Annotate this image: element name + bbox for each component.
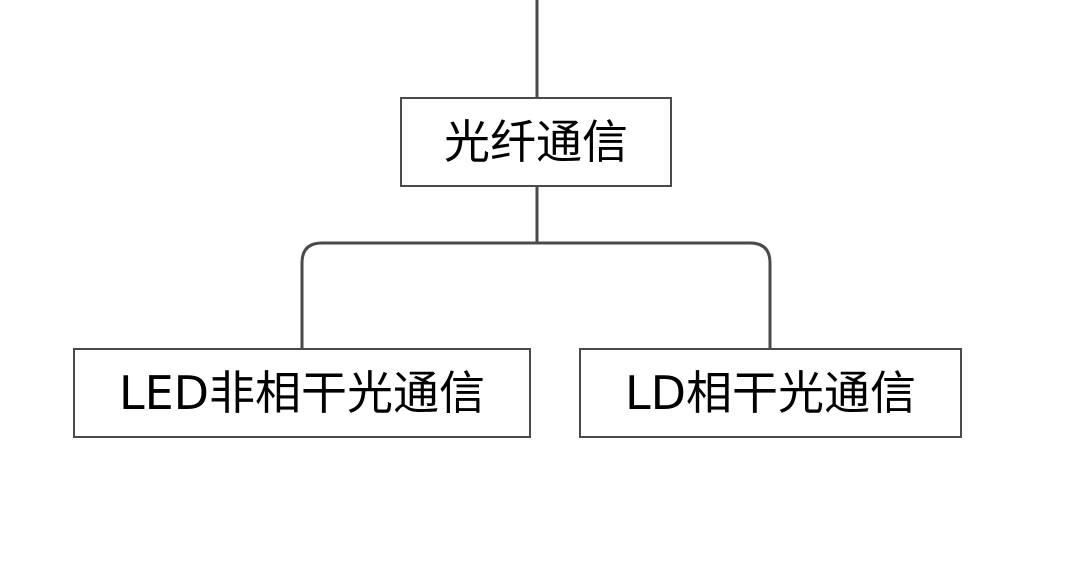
node-ld-coherent-communication: LD相干光通信 <box>579 348 962 438</box>
node-led-incoherent-communication: LED非相干光通信 <box>73 348 531 438</box>
node-label: LED非相干光通信 <box>118 366 486 420</box>
node-label: LD相干光通信 <box>624 366 917 420</box>
node-fiber-optic-communication: 光纤通信 <box>400 97 672 187</box>
node-label: 光纤通信 <box>444 115 628 169</box>
connector-branch-left <box>300 241 537 348</box>
connector-branch-right <box>537 241 772 348</box>
